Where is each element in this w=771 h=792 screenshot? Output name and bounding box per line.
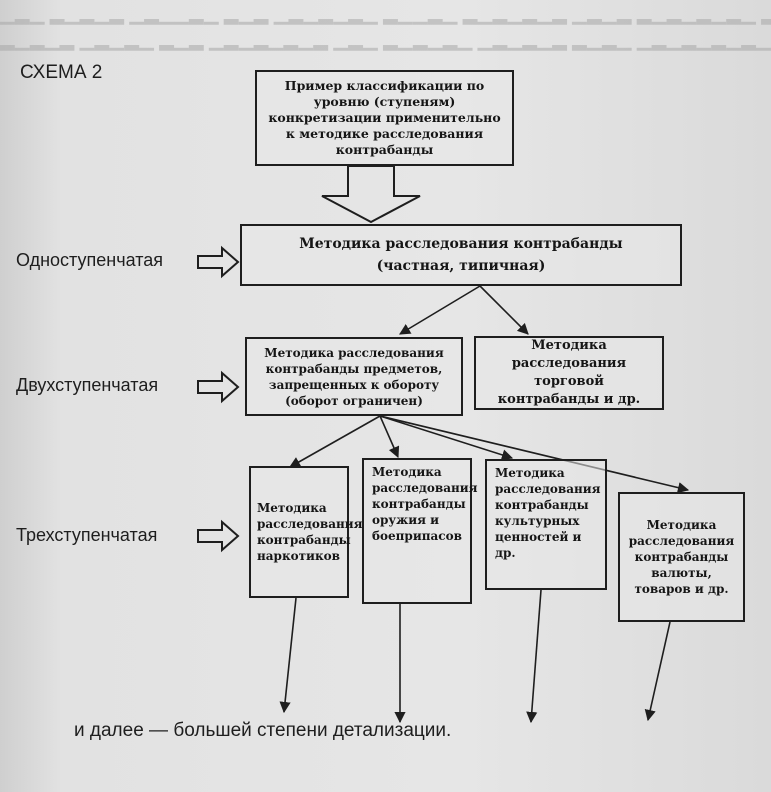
reverse-side-bleed: ▁▂▁ ▂▁▂▁▂ ▁▂▁▁▂▁ ▂▁▂ ▁▂▁▂▁▂▁ ▂▁▁▂▁ ▂▁▂▁▂… xyxy=(0,4,771,51)
main-method-line2: (частная, типичная) xyxy=(376,258,546,274)
prohibited-goods-box: Методика расследования контрабанды предм… xyxy=(245,337,463,416)
currency-goods-text: Методика расследования контрабанды валют… xyxy=(628,518,735,596)
weapons-text: Методика расследования контрабанды оружи… xyxy=(372,465,478,543)
trade-smuggling-text: Методика расследования торговой контраба… xyxy=(497,338,641,407)
down-arrow-main xyxy=(321,165,421,224)
classification-title-text: Пример классификации по уровню (ступеням… xyxy=(268,78,501,157)
prohibited-goods-text: Методика расследования контрабанды предм… xyxy=(264,345,444,408)
level-one-label: Одноступенчатая xyxy=(16,250,163,270)
scheme-title: СХЕМА 2 xyxy=(20,62,103,83)
footer-note: и далее — большей степени детализации. xyxy=(74,720,452,741)
cultural-values-text: Методика расследования контрабанды культ… xyxy=(495,466,601,560)
cultural-values-box: Методика расследования контрабанды культ… xyxy=(485,459,607,590)
weapons-box: Методика расследования контрабанды оружи… xyxy=(362,458,478,604)
level-arrow-three xyxy=(197,519,240,553)
currency-goods-box: Методика расследования контрабанды валют… xyxy=(618,492,745,622)
classification-title-box: Пример классификации по уровню (ступеням… xyxy=(255,70,514,166)
trade-smuggling-box: Методика расследования торговой контраба… xyxy=(474,336,664,410)
level-two-label: Двухступенчатая xyxy=(16,375,159,395)
narcotics-box: Методика расследования контрабанды нарко… xyxy=(249,466,363,598)
level-three-label: Трехступенчатая xyxy=(16,525,158,545)
level-arrow-two xyxy=(197,370,240,404)
narcotics-text: Методика расследования контрабанды нарко… xyxy=(257,501,363,563)
main-method-box: Методика расследования контрабанды (част… xyxy=(240,224,682,286)
main-method-line1: Методика расследования контрабанды xyxy=(299,236,623,252)
level-arrow-one xyxy=(197,245,240,279)
